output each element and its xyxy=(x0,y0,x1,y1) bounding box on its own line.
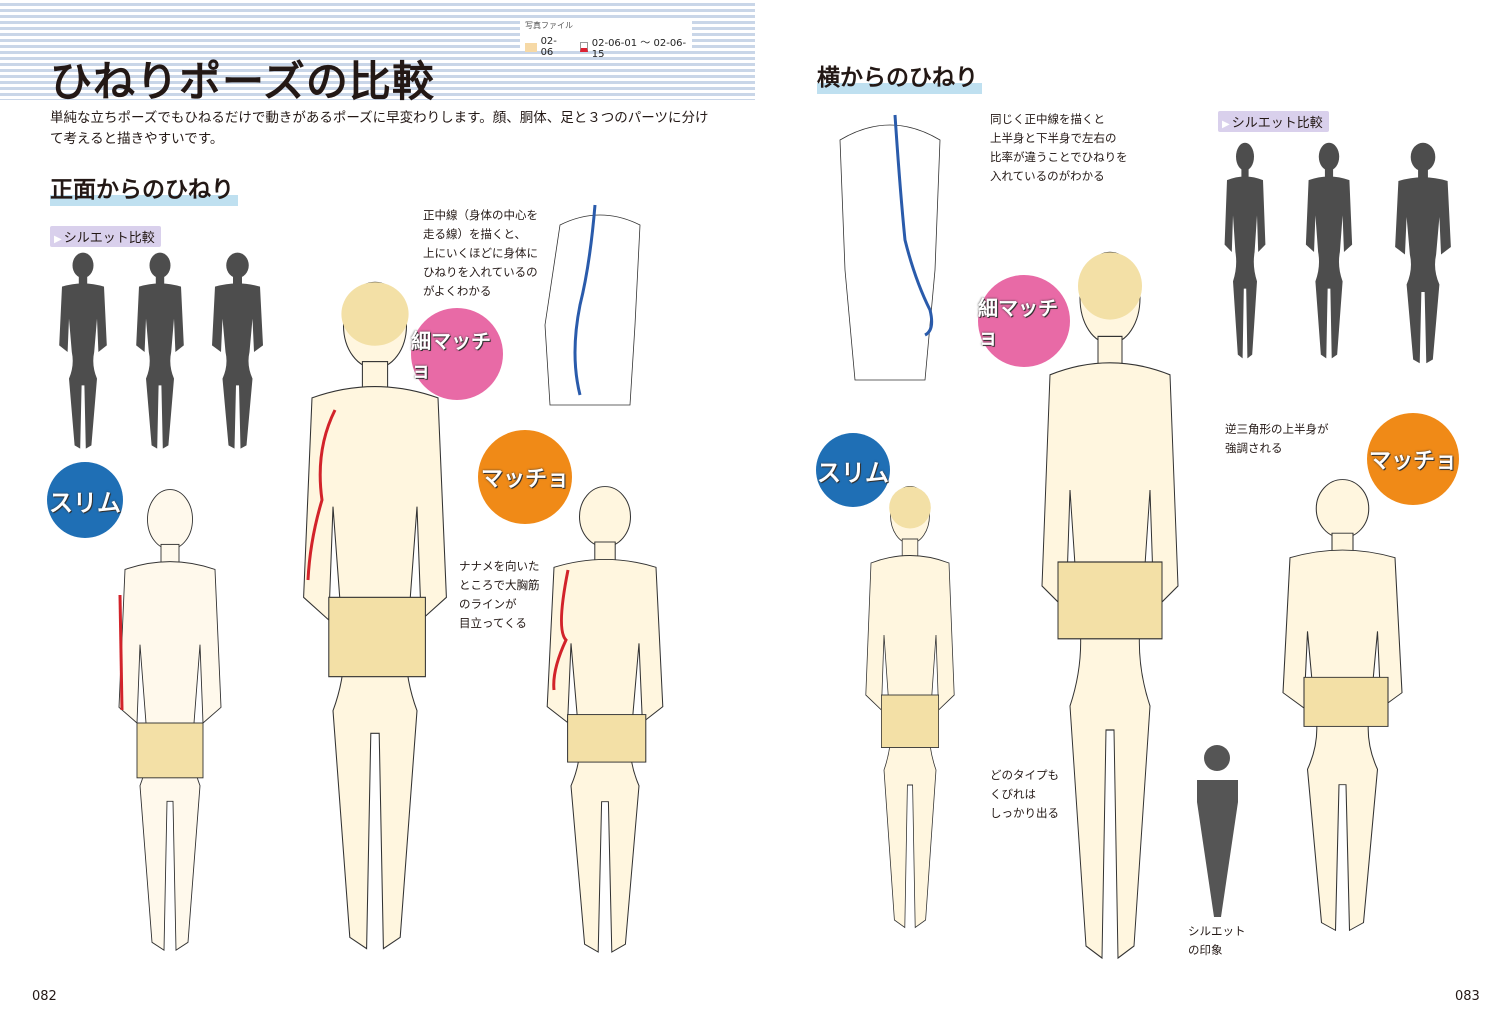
file-icon xyxy=(580,42,588,52)
label-slim: スリム xyxy=(47,462,123,538)
photo-file-box: 写真ファイル 02-06 02-06-01 ～ 02-06-15 xyxy=(520,18,692,60)
silhouette-side-slim xyxy=(1224,142,1266,359)
note-impression: シルエットの印象 xyxy=(1188,924,1246,957)
silhouette-side-hoso xyxy=(1305,142,1353,359)
figure-hoso-back xyxy=(1040,251,1180,960)
label-hoso-side: 細マッチョ xyxy=(978,275,1070,367)
midline-red-slim xyxy=(118,594,124,711)
folder-number: 02-06 xyxy=(540,36,557,58)
label-macho-side: マッチョ xyxy=(1367,413,1459,505)
note-waist: どのタイプもくびれはしっかり出る xyxy=(990,768,1059,820)
page-number-left: 082 xyxy=(32,989,57,1004)
note-chest: ナナメを向いたところで大胸筋のラインが目立ってくる xyxy=(459,559,540,630)
torso-sketch xyxy=(544,204,641,406)
figure-hoso-front xyxy=(302,281,448,950)
label-hoso-macho: 細マッチョ xyxy=(411,308,503,400)
silhouette-hoso xyxy=(136,252,184,449)
page-title: ひねりポーズの比較 xyxy=(50,57,435,106)
label-macho: マッチョ xyxy=(478,430,572,524)
label-slim-side: スリム xyxy=(816,433,890,507)
figure-slim-front xyxy=(118,488,222,951)
note-triangle: 逆三角形の上半身が強調される xyxy=(1225,422,1329,455)
silhouette-macho xyxy=(212,252,263,449)
file-range: 02-06-01 ～ 02-06-15 xyxy=(591,38,687,60)
silhouette-side-macho xyxy=(1395,142,1451,364)
lead-text: 単純な立ちポーズでもひねるだけで動きがあるポーズに早変わりします。顔、胴体、足と… xyxy=(50,110,709,147)
file-label: 写真ファイル xyxy=(525,21,573,30)
page-number-right: 083 xyxy=(1455,989,1480,1004)
silhouette-tag-right: シルエット比較 xyxy=(1218,111,1329,132)
note-back-midline: 同じく正中線を描くと上半身と下半身で左右の比率が違うことでひねりを入れているのが… xyxy=(990,112,1128,183)
figure-macho-front xyxy=(546,485,664,953)
silhouette-impression-icon xyxy=(1197,745,1238,917)
section-heading-side: 横からのひねり xyxy=(817,58,982,94)
figure-macho-back xyxy=(1282,478,1403,932)
figure-slim-back xyxy=(865,485,955,929)
header-band xyxy=(0,0,755,100)
back-sketch xyxy=(839,114,941,381)
midline-red xyxy=(306,409,337,581)
midline-red-macho xyxy=(552,569,570,691)
folder-icon xyxy=(525,42,537,52)
silhouette-tag: シルエット比較 xyxy=(50,226,161,247)
section-heading-front: 正面からのひねり xyxy=(50,170,238,206)
silhouette-slim xyxy=(59,252,107,449)
note-midline: 正中線（身体の中心を走る線）を描くと、上にいくほどに身体にひねりを入れているのが… xyxy=(423,208,538,298)
